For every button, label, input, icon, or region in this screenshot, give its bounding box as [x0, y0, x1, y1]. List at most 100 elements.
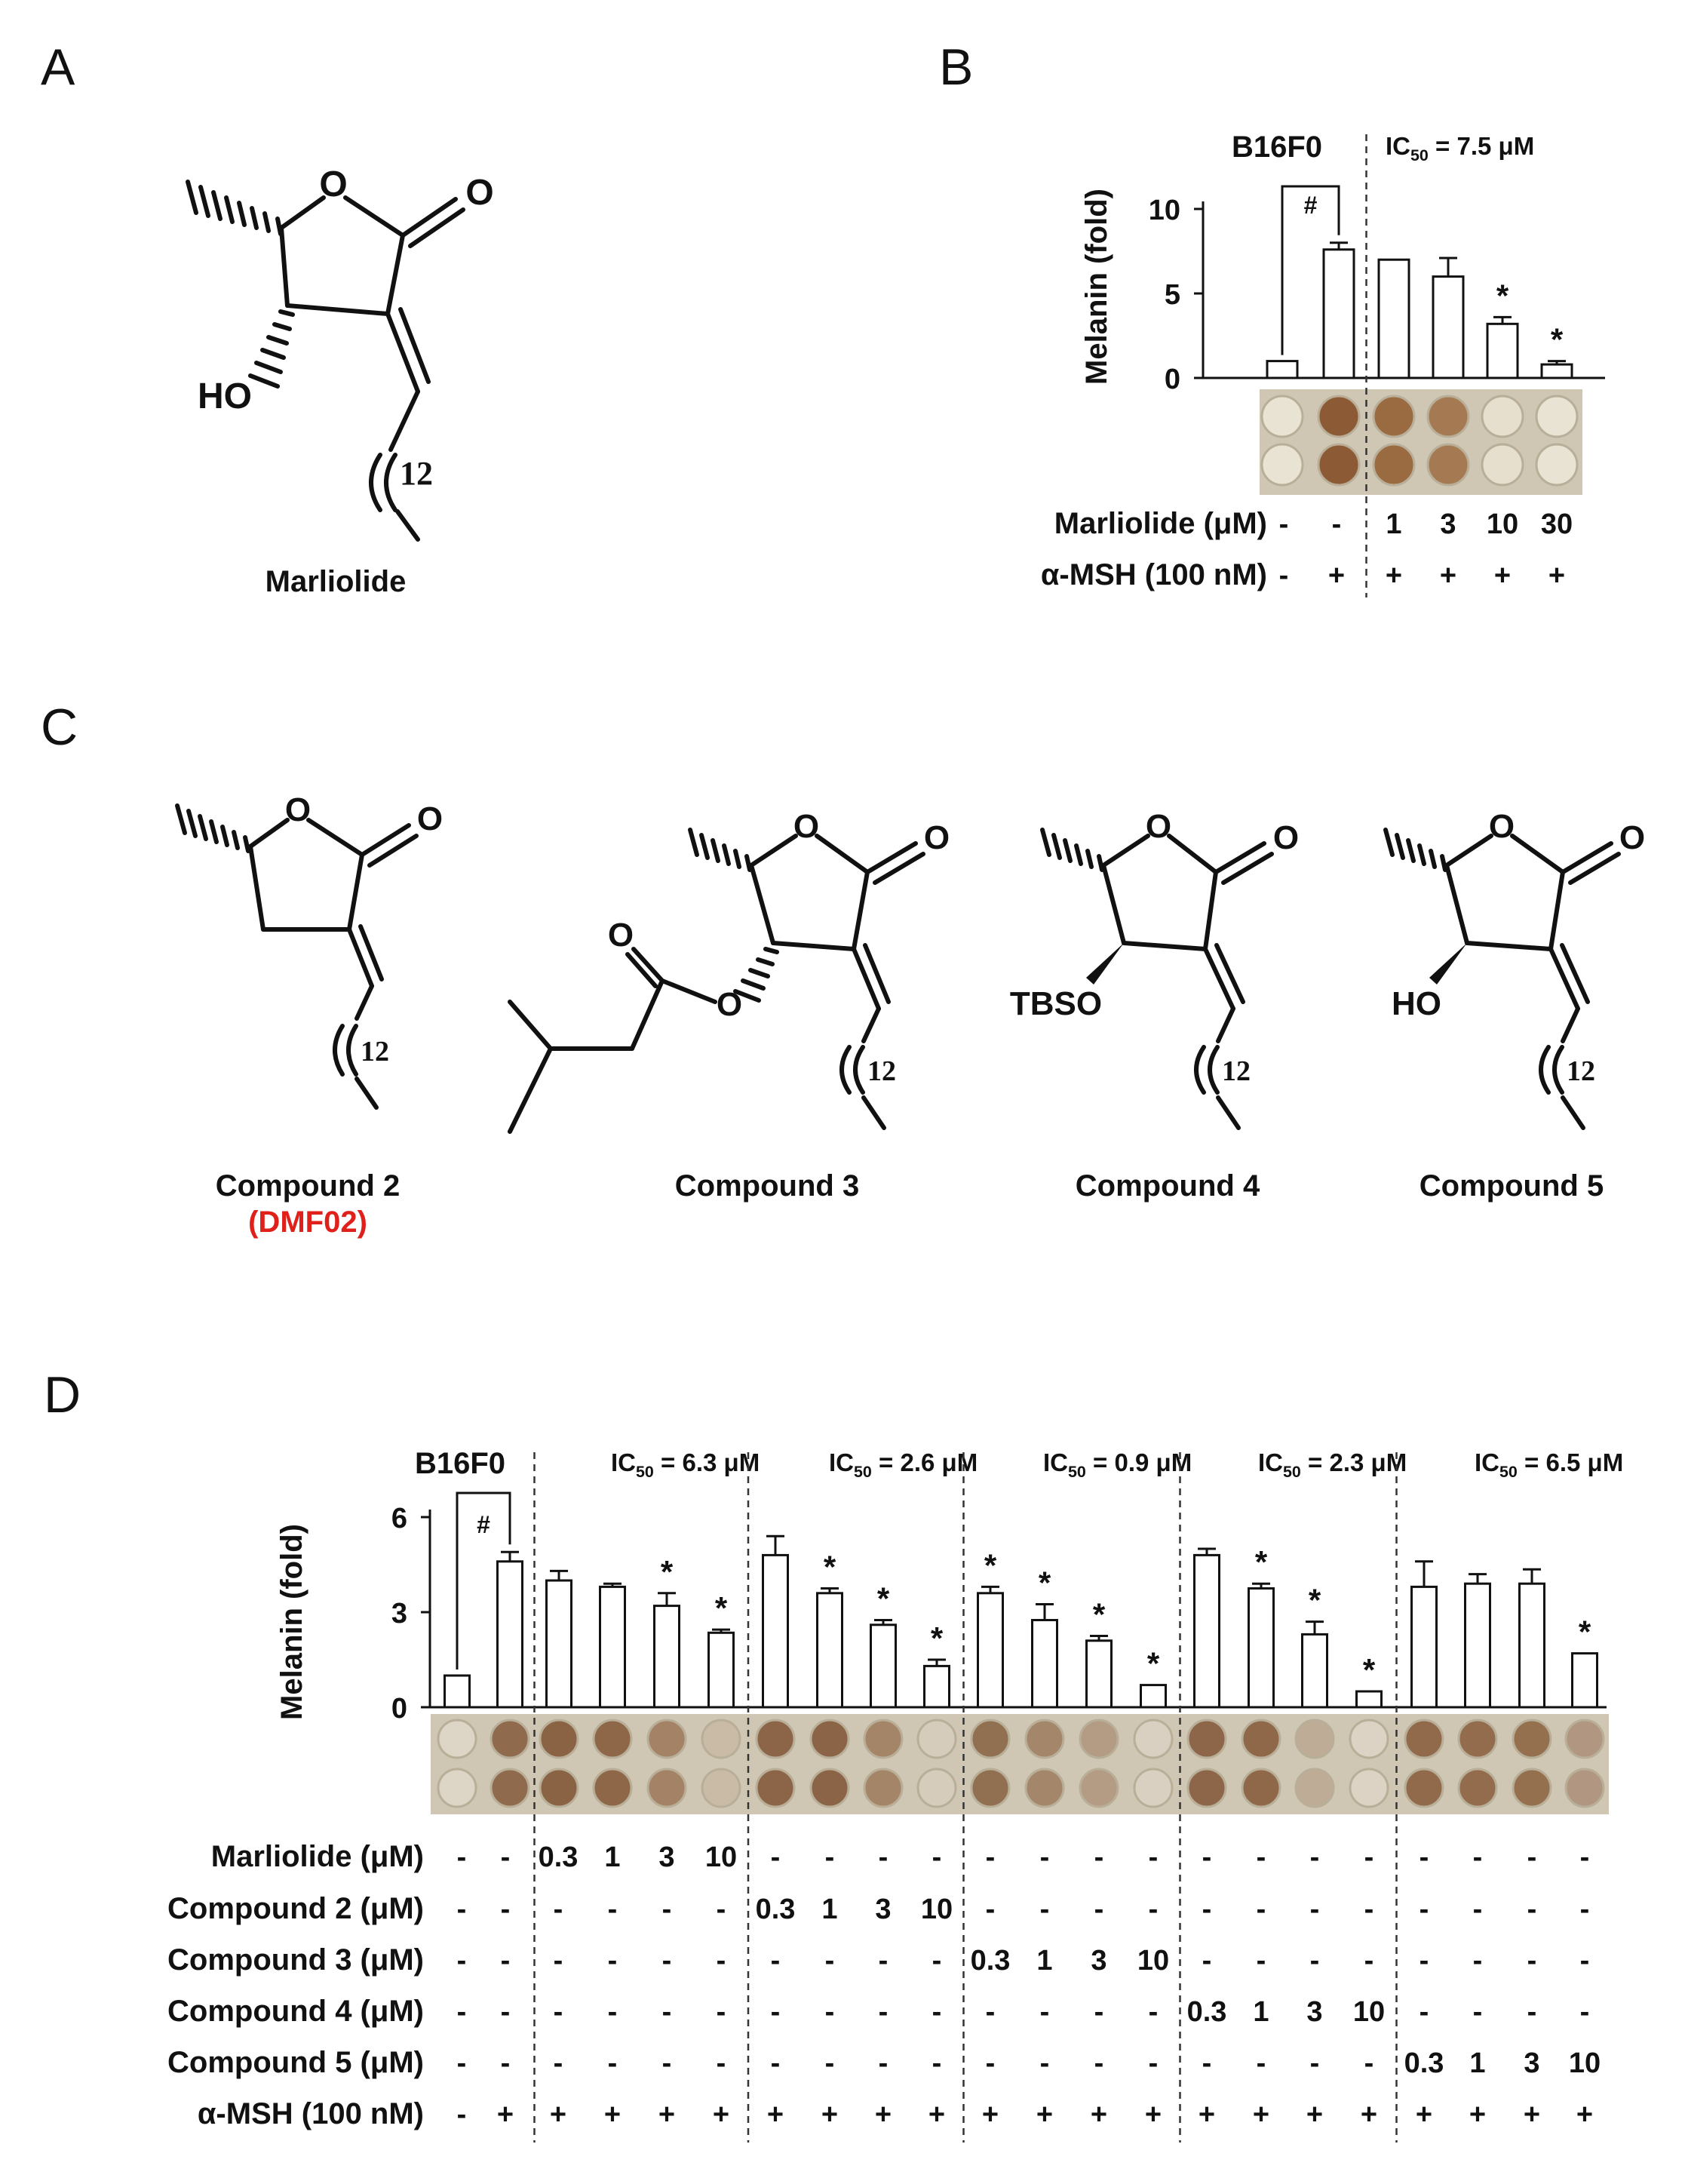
treatment-cell: - — [1202, 1894, 1212, 1925]
panel-b-label: B — [939, 38, 973, 96]
treatment-cell: - — [1257, 1894, 1266, 1925]
treatment-cell: + — [982, 2099, 999, 2130]
treatment-cell: - — [554, 1945, 563, 1977]
panel-c: C O O — [41, 699, 1645, 1239]
hydroxyl-label: HO — [1392, 985, 1441, 1022]
treatment-cell: - — [501, 1842, 511, 1873]
well — [539, 1768, 579, 1808]
well — [490, 1719, 530, 1759]
ester-oxygen: O — [717, 986, 742, 1023]
treatment-cell: - — [1364, 1945, 1374, 1977]
treatment-label: Compound 3 (μM) — [167, 1943, 424, 1977]
y-axis-label: Melanin (fold) — [275, 1524, 308, 1720]
bar — [496, 1560, 523, 1709]
treatment-cell: - — [1257, 1842, 1266, 1873]
compound-3-structure: O O O O 12 — [508, 808, 950, 1134]
treatment-cell: - — [879, 1996, 889, 2028]
bar — [977, 1592, 1004, 1709]
treatment-cell: - — [1527, 1996, 1537, 2028]
treatment-cell: 3 — [1440, 508, 1456, 540]
treatment-cell: - — [501, 1996, 511, 2028]
y-tick-label: 10 — [1149, 195, 1180, 226]
bar — [545, 1579, 572, 1709]
treatment-cell: - — [1527, 1842, 1537, 1873]
treatment-cell: - — [1473, 1894, 1483, 1925]
treatment-cell: - — [1040, 2047, 1050, 2079]
significance-bracket — [1281, 185, 1340, 355]
well — [1317, 443, 1361, 487]
treatment-cell: 0.3 — [1187, 1996, 1227, 2028]
bar — [1432, 275, 1465, 379]
treatment-cell: + — [767, 2099, 784, 2130]
ic50-label: IC50 = 6.5 μM — [1475, 1448, 1623, 1481]
treatment-cell: + — [658, 2099, 675, 2130]
compound-2-code: (DMF02) — [248, 1206, 367, 1239]
significance-star: * — [1363, 1652, 1376, 1688]
treatment-cell: - — [986, 2047, 996, 2079]
treatment-cell: + — [1469, 2099, 1486, 2130]
treatment-label: α-MSH (100 nM) — [1041, 558, 1267, 591]
treatment-cell: - — [1257, 2047, 1266, 2079]
hashed-hydroxyl — [248, 309, 295, 389]
well — [1079, 1719, 1119, 1759]
treatment-cell: 0.3 — [971, 1945, 1011, 1977]
bar — [1031, 1619, 1058, 1709]
ic50-label: IC50 = 7.5 μM — [1386, 132, 1534, 164]
treatment-cell: 3 — [1091, 1945, 1106, 1977]
treatment-cell: - — [1279, 560, 1289, 591]
well — [1512, 1719, 1552, 1759]
treatment-cell: - — [1202, 1842, 1212, 1873]
treatment-cell: - — [825, 1945, 835, 1977]
treatment-cell: - — [554, 2047, 563, 2079]
treatment-cell: + — [1440, 560, 1456, 591]
treatment-cell: - — [608, 2047, 618, 2079]
well — [1564, 1768, 1605, 1808]
treatment-cell: + — [1548, 560, 1565, 591]
treatment-label: Compound 4 (μM) — [167, 1995, 424, 2028]
well — [916, 1768, 957, 1808]
treatment-cell: - — [825, 2047, 835, 2079]
chain-length-label: 12 — [361, 1036, 389, 1067]
treatment-cell: - — [771, 1945, 781, 1977]
well — [1241, 1768, 1281, 1808]
tbso-label: TBSO — [1010, 985, 1102, 1022]
significance-star: * — [1147, 1646, 1160, 1682]
treatment-cell: - — [501, 1894, 511, 1925]
treatment-cell: - — [608, 1996, 618, 2028]
treatment-cell: - — [1279, 508, 1289, 540]
marliolide-structure: O O HO 12 — [186, 164, 494, 542]
significance-star: * — [1039, 1565, 1051, 1601]
well — [1024, 1719, 1065, 1759]
treatment-cell: - — [457, 2099, 467, 2130]
treatment-cell: 1 — [1386, 508, 1401, 540]
bar — [1410, 1585, 1438, 1709]
treatment-cell: - — [1473, 1945, 1483, 1977]
treatment-cell: 10 — [1487, 508, 1518, 540]
well — [1457, 1719, 1498, 1759]
treatment-cell: - — [986, 1894, 996, 1925]
bar — [1193, 1553, 1220, 1709]
y-tick-label: 5 — [1165, 279, 1180, 311]
treatment-cell: - — [1580, 1894, 1590, 1925]
carbonyl-oxygen: O — [1273, 819, 1299, 856]
bar — [870, 1623, 897, 1709]
well — [1426, 395, 1470, 438]
well — [1512, 1768, 1552, 1808]
bar — [1266, 360, 1299, 379]
treatment-cell: - — [1580, 1996, 1590, 2028]
treatment-cell: + — [1416, 2099, 1432, 2130]
treatment-cell: + — [1145, 2099, 1162, 2130]
treatment-cell: - — [1527, 1945, 1537, 1977]
treatment-cell: - — [1094, 1842, 1104, 1873]
significance-star: * — [824, 1550, 836, 1585]
treatment-cell: - — [986, 1842, 996, 1873]
well — [1349, 1719, 1389, 1759]
treatment-cell: - — [932, 2047, 942, 2079]
treatment-cell: - — [554, 1894, 563, 1925]
well — [1426, 443, 1470, 487]
well — [970, 1768, 1011, 1808]
treatment-cell: 1 — [1469, 2047, 1485, 2079]
bar — [707, 1631, 735, 1709]
hashed-ester-bond — [733, 947, 779, 1003]
well — [863, 1719, 904, 1759]
